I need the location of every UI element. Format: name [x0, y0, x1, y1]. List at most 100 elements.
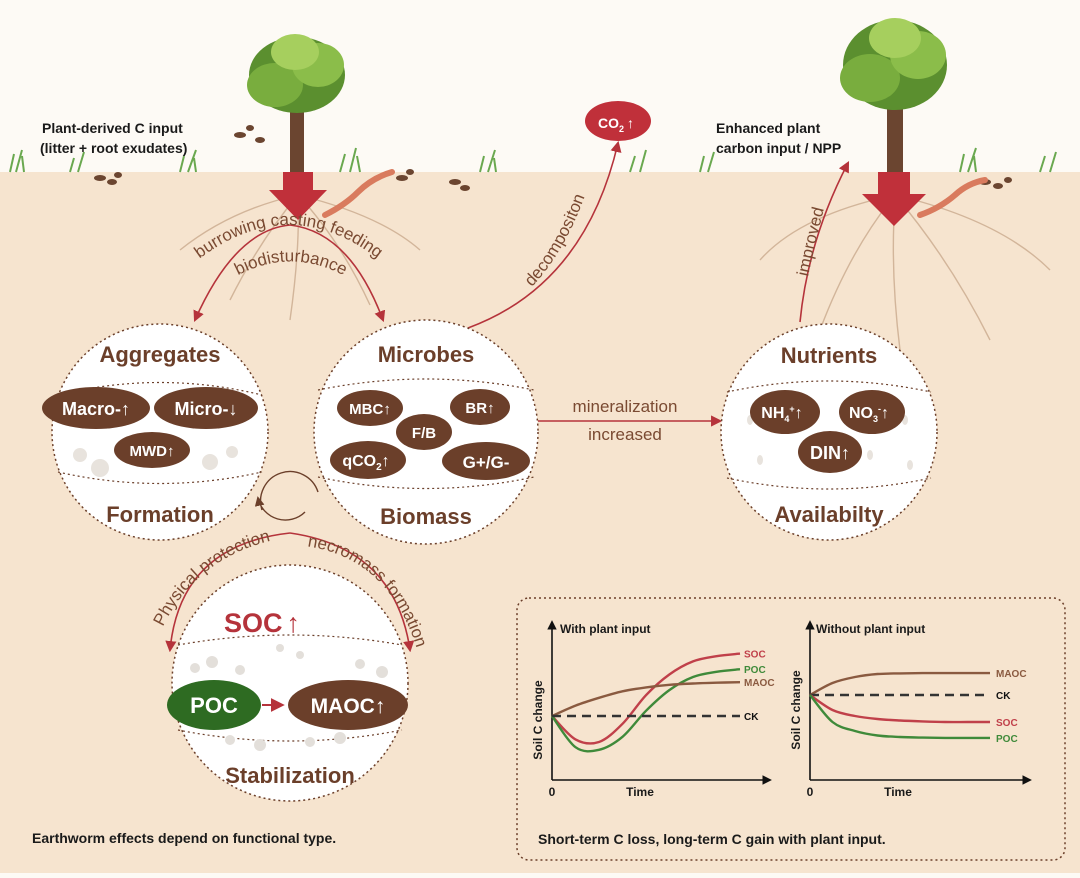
series-label-poc: POC	[996, 734, 1018, 745]
stabilization-footer: Stabilization	[225, 763, 355, 788]
plant-input-line2: (litter + root exudates)	[40, 140, 187, 156]
series-line-maoc	[551, 681, 741, 718]
gg-label: G+/G-	[463, 453, 510, 472]
br-arrow: ↑	[487, 400, 495, 417]
panel1-lines	[551, 652, 741, 753]
enhanced-line1: Enhanced plant	[716, 120, 821, 136]
din-arrow: ↑	[841, 443, 850, 463]
qco2-label: qCO2↑	[342, 453, 389, 473]
maoc-label: MAOC↑	[311, 695, 386, 718]
macro-label: Macro-↑	[62, 399, 130, 419]
series-label-soc: SOC	[744, 650, 766, 661]
panel2-ylabel: Soil C change	[789, 670, 803, 750]
panel1-origin: 0	[549, 785, 556, 799]
mwd-arrow: ↑	[167, 443, 175, 460]
soc-text: SOC	[224, 608, 283, 638]
litter	[94, 125, 1012, 191]
inset-caption: Short-term C loss, long-term C gain with…	[538, 831, 886, 847]
co2-bubble	[585, 101, 651, 141]
series-line-maoc	[809, 671, 990, 697]
maoc-arrow: ↑	[375, 695, 386, 718]
no3-text: NO	[849, 405, 873, 422]
stabilization-circle: SOC↑ POC MAOC↑ Stabilization	[167, 564, 409, 802]
poc-label: POC	[190, 693, 238, 718]
series-label-ck: CK	[996, 691, 1011, 702]
cycle-arrow	[258, 470, 319, 521]
soc-arrow: ↑	[287, 608, 301, 638]
input-arrow-left	[269, 172, 327, 220]
enhanced-line2: carbon input / NPP	[716, 140, 841, 156]
tree-right	[840, 18, 947, 174]
panel1-xlabel: Time	[626, 785, 654, 799]
inset-box	[516, 597, 1066, 861]
br-text: BR	[465, 400, 487, 417]
roots	[179, 194, 1051, 351]
necromass-arrow	[289, 532, 415, 653]
no3-label: NO3-↑	[849, 404, 889, 424]
qco2-sub: 2	[376, 462, 382, 473]
panel2-origin: 0	[807, 785, 814, 799]
micro-arrow: ↓	[229, 399, 238, 419]
nh4-sup: +	[789, 404, 794, 414]
series-label-soc: SOC	[996, 718, 1018, 729]
series-label-ck: CK	[744, 712, 759, 723]
qco2-arrow: ↑	[382, 453, 390, 470]
microbes-title: Microbes	[378, 342, 475, 367]
qco2-text: qCO	[342, 453, 376, 470]
burrow-arrow-left	[193, 224, 291, 323]
no3-sup: -	[878, 404, 881, 414]
decomposition-arrow	[467, 140, 622, 329]
din-label: DIN↑	[810, 443, 850, 463]
macro-arrow: ↑	[121, 399, 130, 419]
footer-left: Earthworm effects depend on functional t…	[32, 830, 336, 846]
series-line-soc	[551, 652, 741, 745]
series-label-poc: POC	[744, 665, 766, 676]
mbc-label: MBC↑	[349, 401, 391, 418]
earthworm-left	[322, 169, 395, 218]
panel2-title: Without plant input	[816, 622, 925, 636]
macro-text: Macro-	[62, 399, 121, 419]
input-arrow-right	[862, 172, 926, 226]
panel-without-plant: Without plant input Soil C change 0 Time…	[789, 620, 1032, 799]
panel1-legend-labels: SOC POC MAOC CK	[744, 650, 775, 723]
aggregates-circle: Aggregates Formation Macro-↑ Micro-↓ MWD…	[42, 323, 269, 541]
earthworm-right	[917, 177, 988, 218]
panel2-xlabel: Time	[884, 785, 912, 799]
physical-arrow	[165, 532, 291, 653]
mwd-label: MWD↑	[130, 443, 175, 460]
nutrients-footer: Availabilty	[774, 502, 884, 527]
plant-input-line1: Plant-derived C input	[42, 120, 183, 136]
series-line-poc	[809, 694, 990, 740]
micro-label: Micro-↓	[175, 399, 238, 419]
aggregates-footer: Formation	[106, 502, 214, 527]
co2-label: CO2↑	[598, 115, 634, 134]
co2-text: CO	[598, 115, 619, 131]
nutrients-circle: Nutrients Availabilty NH4+↑ NO3-↑ DIN↑	[720, 323, 938, 541]
aggregates-title: Aggregates	[99, 342, 220, 367]
microbes-footer: Biomass	[380, 504, 472, 529]
co2-sub: 2	[619, 124, 624, 134]
grass	[9, 147, 1057, 173]
increased-label: increased	[588, 425, 662, 444]
series-label-maoc: MAOC	[744, 678, 775, 689]
microbes-circle: Microbes Biomass MBC↑ F/B BR↑ qCO2↑ G+/G…	[313, 319, 539, 545]
nh4-text: NH	[761, 405, 784, 422]
no3-sub: 3	[873, 414, 878, 424]
burrow-arrow-right	[289, 224, 386, 323]
panel-with-plant: With plant input Soil C change 0 Time SO…	[531, 620, 775, 799]
maoc-text: MAOC	[311, 695, 375, 718]
din-text: DIN	[810, 443, 841, 463]
panel2-lines	[809, 671, 990, 740]
nh4-sub: 4	[784, 414, 789, 424]
mwd-text: MWD	[130, 443, 168, 460]
series-label-maoc: MAOC	[996, 669, 1027, 680]
mbc-arrow: ↑	[383, 401, 391, 418]
nh4-label: NH4+↑	[761, 404, 802, 424]
panel2-legend-labels: MAOC CK SOC POC	[996, 669, 1027, 745]
mbc-text: MBC	[349, 401, 383, 418]
series-line-soc	[809, 694, 990, 724]
improved-arrow	[799, 161, 850, 323]
tree-left	[247, 34, 345, 173]
